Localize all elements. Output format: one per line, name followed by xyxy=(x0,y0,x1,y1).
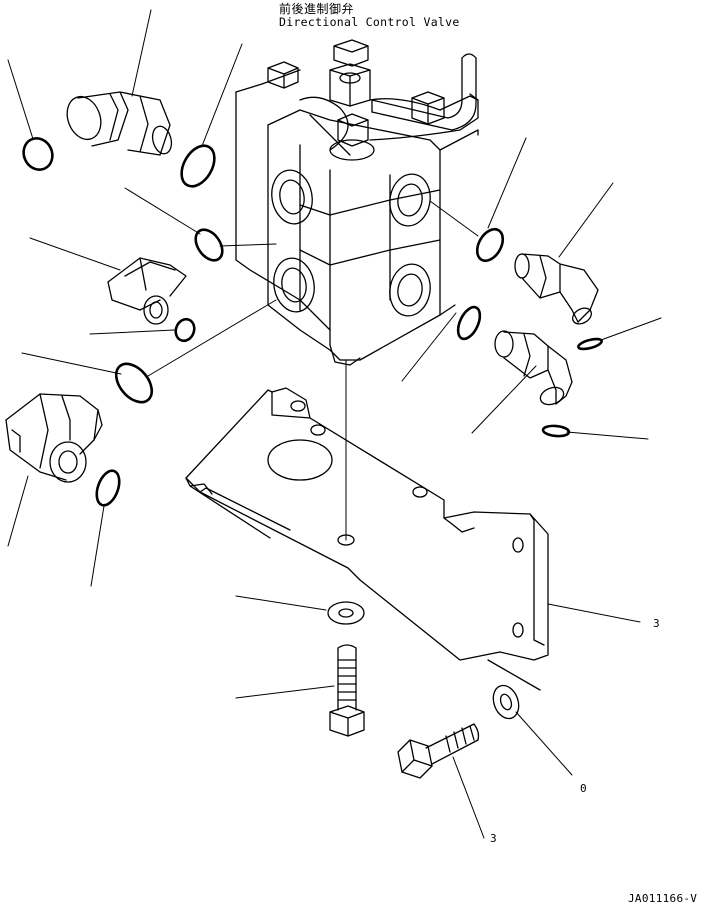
mounting-bracket xyxy=(186,388,548,690)
o-ring-9 xyxy=(454,304,485,342)
o-ring-7 xyxy=(472,225,508,265)
title-english: Directional Control Valve xyxy=(279,15,460,29)
angle-fitting-upper-right xyxy=(515,254,598,327)
o-ring-6 xyxy=(92,468,123,509)
top-bolt-left xyxy=(268,62,298,88)
directional-control-valve xyxy=(236,40,478,365)
callout-bracket: 3 xyxy=(653,617,660,630)
angle-fitting-lower-right xyxy=(495,331,572,408)
drawing-code: JA011166-V xyxy=(628,892,698,905)
valve-top-assembly xyxy=(300,40,478,160)
elbow-fitting-bottom-left xyxy=(6,394,102,482)
o-ring-4 xyxy=(173,317,197,344)
leader-lines xyxy=(8,10,661,838)
callout-bolt: 3 xyxy=(490,832,497,845)
callout-washer: 0 xyxy=(580,782,587,795)
straight-fitting-top xyxy=(61,92,174,156)
bolt-horizontal xyxy=(398,724,479,778)
port-upper-right xyxy=(386,171,434,229)
port-lower-left xyxy=(270,255,319,315)
o-ring-2 xyxy=(175,140,221,192)
port-upper-left xyxy=(268,167,317,227)
washer-left xyxy=(328,602,364,624)
top-bolt-right xyxy=(412,92,444,124)
port-lower-right xyxy=(386,261,434,319)
o-ring-3 xyxy=(190,225,228,265)
o-ring-5 xyxy=(109,357,159,409)
washer-right xyxy=(489,682,523,722)
elbow-fitting-mid xyxy=(108,258,186,324)
o-ring-8 xyxy=(577,337,602,351)
pilot-tube xyxy=(372,54,476,130)
o-ring-1 xyxy=(19,134,58,175)
title-japanese: 前後進制御弁 xyxy=(279,2,355,16)
bolt-vertical xyxy=(330,645,364,736)
o-ring-10 xyxy=(543,425,570,437)
